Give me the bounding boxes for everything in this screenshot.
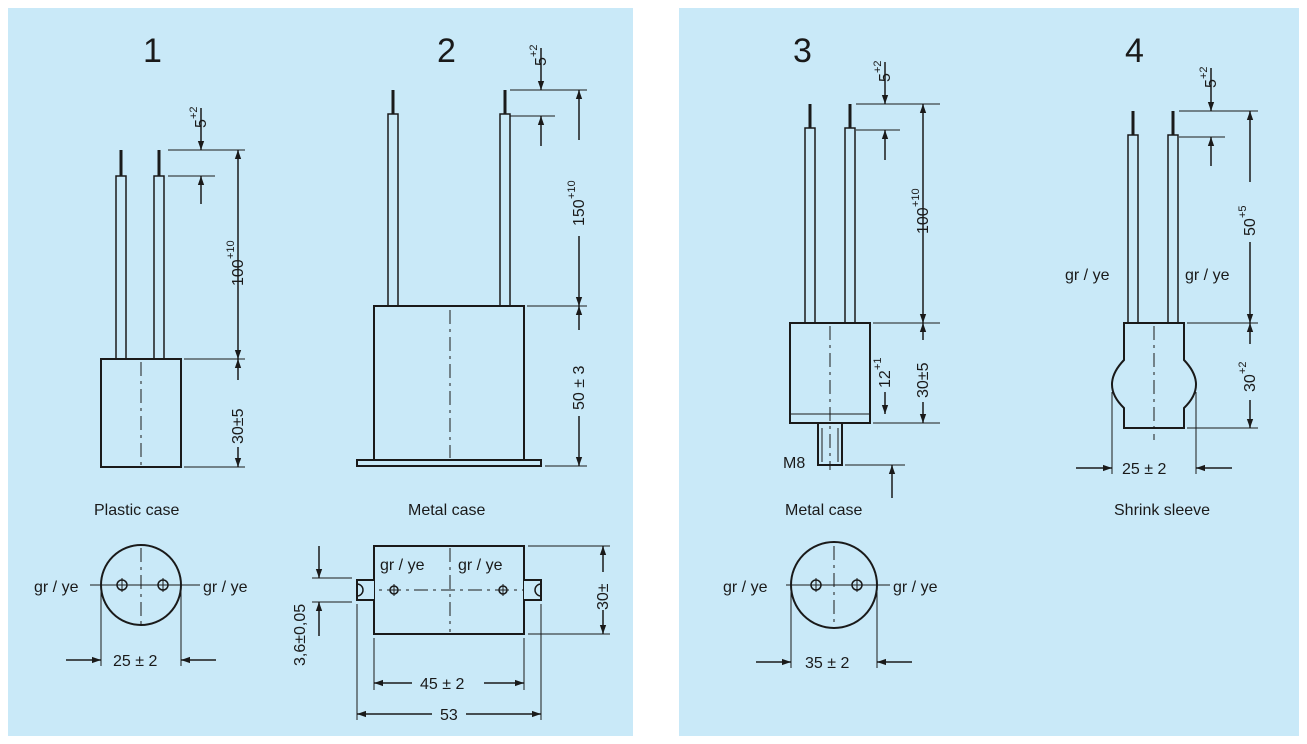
dim-hole: 3,6±0,05 [292, 604, 309, 666]
variant-3: 3 M8 5+2 100+10 12+1 30±5 Metal case [723, 32, 940, 672]
lead-wire [804, 127, 816, 324]
dim-lead-length: 50 [1242, 218, 1259, 236]
wire-label: gr / ye [723, 579, 768, 596]
lead-wire [387, 113, 399, 307]
thread-label: M8 [783, 455, 805, 472]
dim-diameter: 35 ± 2 [805, 655, 849, 672]
capacitor-body [373, 305, 525, 461]
dim-lead-length-tol: +10 [566, 180, 578, 199]
lead-wire [844, 127, 856, 324]
wire-label: gr / ye [458, 557, 503, 574]
dim-lead-length: 100 [915, 207, 932, 234]
case-label: Plastic case [94, 502, 179, 519]
case-label: Metal case [785, 502, 862, 519]
mounting-flange [356, 459, 542, 467]
dim-body-height: 30±5 [230, 408, 247, 444]
shrink-sleeve-body [1111, 322, 1197, 429]
dim-lead-end-tol: +2 [872, 60, 884, 73]
case-label: Metal case [408, 502, 485, 519]
dim-lead-length-tol: +10 [910, 188, 922, 207]
panel-right [679, 8, 1299, 736]
wire-label: gr / ye [893, 579, 938, 596]
dim-total-width: 53 [440, 707, 458, 724]
dim-body-height: 30±5 [915, 362, 932, 398]
case-label: Shrink sleeve [1114, 502, 1210, 519]
variant-1: 1 5+2 100+10 30±5 Plastic case gr / ye g… [34, 32, 248, 670]
wire-label: gr / ye [203, 579, 248, 596]
dim-body-height: 50 ± 3 [571, 366, 588, 410]
variant-4: 4 gr / ye gr / ye 5+2 50+5 30+2 25 ± 2 S… [1065, 32, 1259, 519]
dim-body-height: 30 [1242, 374, 1259, 392]
mounting-slot [356, 579, 374, 601]
dim-diameter: 25 ± 2 [1122, 461, 1166, 478]
lead-wire [499, 113, 511, 307]
dim-lead-length-tol: +10 [225, 240, 237, 259]
dim-lead-length: 150 [571, 199, 588, 226]
dim-lead-length: 100 [230, 259, 247, 286]
dim-lead-end: 5 [193, 119, 210, 128]
variant-number: 2 [437, 32, 456, 70]
variant-number: 1 [143, 32, 162, 70]
dim-lead-end-tol: +2 [528, 44, 540, 57]
dim-lead-end: 5 [1203, 79, 1220, 88]
dim-body-height-tol: +2 [1237, 361, 1249, 374]
dim-stud: 12 [877, 370, 894, 388]
variant-2: 2 5+2 150+10 50 ± 3 Metal case gr / [292, 32, 612, 724]
dim-hole-spacing: 45 ± 2 [420, 676, 464, 693]
mounting-slot [524, 579, 542, 601]
variant-number: 4 [1125, 32, 1144, 70]
dim-lead-end-tol: +2 [188, 106, 200, 119]
dim-lead-length-tol: +5 [1237, 205, 1249, 218]
dim-lead-end-tol: +2 [1198, 66, 1210, 79]
dim-lead-end: 5 [533, 57, 550, 66]
wire-label: gr / ye [34, 579, 79, 596]
dim-lead-end: 5 [877, 73, 894, 82]
variant-number: 3 [793, 32, 812, 70]
wire-label: gr / ye [380, 557, 425, 574]
wire-label: gr / ye [1185, 267, 1230, 284]
lead-wire [115, 175, 127, 360]
lead-wire [153, 175, 165, 360]
dim-stud-tol: +1 [872, 357, 884, 370]
lead-wire [1167, 134, 1179, 324]
wire-label: gr / ye [1065, 267, 1110, 284]
dim-depth: 30± [595, 583, 612, 610]
lead-wire [1127, 134, 1139, 324]
dim-diameter: 25 ± 2 [113, 653, 157, 670]
